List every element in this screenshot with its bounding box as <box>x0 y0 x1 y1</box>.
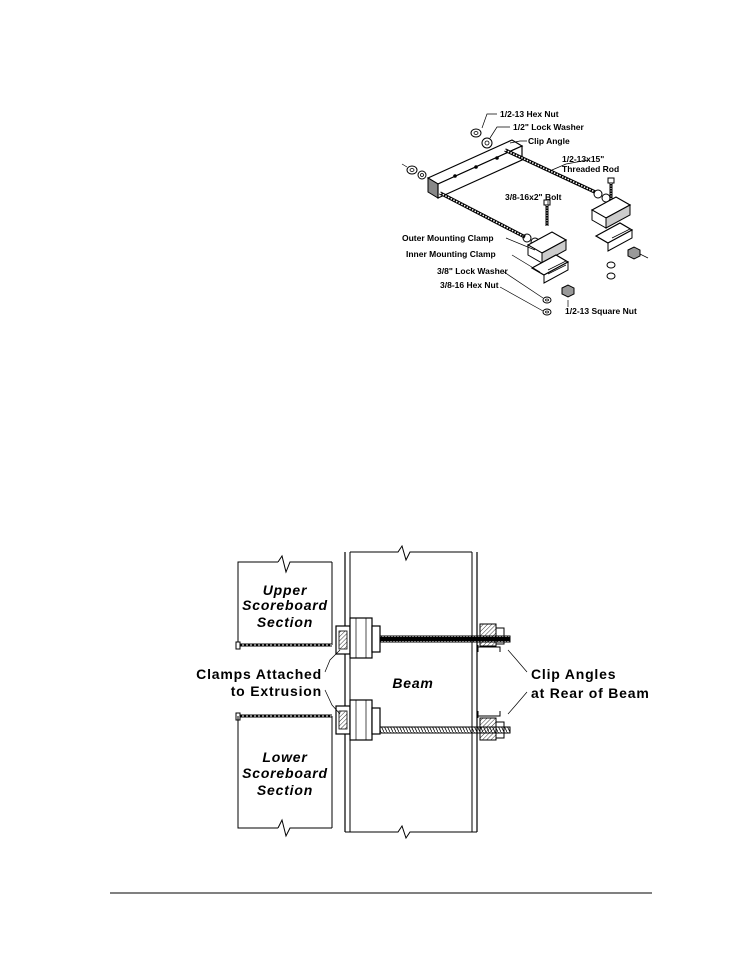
outer-clamp-part <box>526 231 568 264</box>
label-threaded-rod-size: 1/2-13x15" <box>562 154 604 164</box>
label-lower-scoreboard: Scoreboard <box>242 765 328 781</box>
right-outer-clamp-part <box>590 196 632 229</box>
label-square-nut: 1/2-13 Square Nut <box>565 306 637 316</box>
label-lower-section: Section <box>257 782 313 798</box>
label-upper-section: Section <box>257 614 313 630</box>
rod-nut-right <box>593 189 611 203</box>
right-inner-clamp-part <box>594 222 634 252</box>
label-outer-clamp: Outer Mounting Clamp <box>402 233 494 243</box>
label-to-extrusion: to Extrusion <box>231 683 322 699</box>
right-washer-nut <box>606 261 616 280</box>
clip-angle-part <box>426 139 524 199</box>
section-view: Upper Scoreboard Section Lower Scoreboar… <box>196 544 650 840</box>
lock-washer-38-part <box>542 296 552 304</box>
label-hex-nut-38: 3/8-16 Hex Nut <box>440 280 499 290</box>
label-clip-angles: Clip Angles <box>531 666 616 682</box>
leader-lines <box>481 113 589 312</box>
hex-nut-half-part <box>470 128 482 138</box>
label-upper-scoreboard: Scoreboard <box>242 597 328 613</box>
left-end-washer <box>417 170 427 180</box>
threaded-rod-upper <box>504 148 596 194</box>
label-bolt: 3/8-16x2" Bolt <box>505 192 562 202</box>
upper-clamp-assembly <box>335 617 511 659</box>
hex-nut-38-part <box>542 308 552 316</box>
label-clamps-attached: Clamps Attached <box>196 666 322 682</box>
bolt-part <box>543 199 551 226</box>
upper-scoreboard-section <box>235 554 333 650</box>
label-threaded-rod: Threaded Rod <box>562 164 619 174</box>
lower-scoreboard-section <box>235 712 333 838</box>
beam <box>344 544 478 840</box>
left-end-nut <box>401 163 418 175</box>
right-square-nut <box>627 246 649 260</box>
inner-clamp-part <box>530 254 570 284</box>
label-clip-angle: Clip Angle <box>528 136 570 146</box>
label-inner-clamp: Inner Mounting Clamp <box>406 249 496 259</box>
label-upper: Upper <box>263 582 308 598</box>
label-lower: Lower <box>262 749 308 765</box>
label-beam: Beam <box>392 675 433 691</box>
lower-clamp-assembly <box>335 699 511 741</box>
exploded-view: 1/2-13 Hex Nut 1/2" Lock Washer Clip Ang… <box>401 109 649 316</box>
label-hex-nut-half: 1/2-13 Hex Nut <box>500 109 559 119</box>
section-leader-lines <box>324 649 528 715</box>
label-rear-of-beam: at Rear of Beam <box>531 685 650 701</box>
lock-washer-half-part <box>481 137 493 149</box>
square-nut-part <box>561 284 575 298</box>
threaded-rod-lower <box>439 191 526 239</box>
label-lock-washer-38: 3/8" Lock Washer <box>437 266 508 276</box>
label-lock-washer-half: 1/2" Lock Washer <box>513 122 584 132</box>
